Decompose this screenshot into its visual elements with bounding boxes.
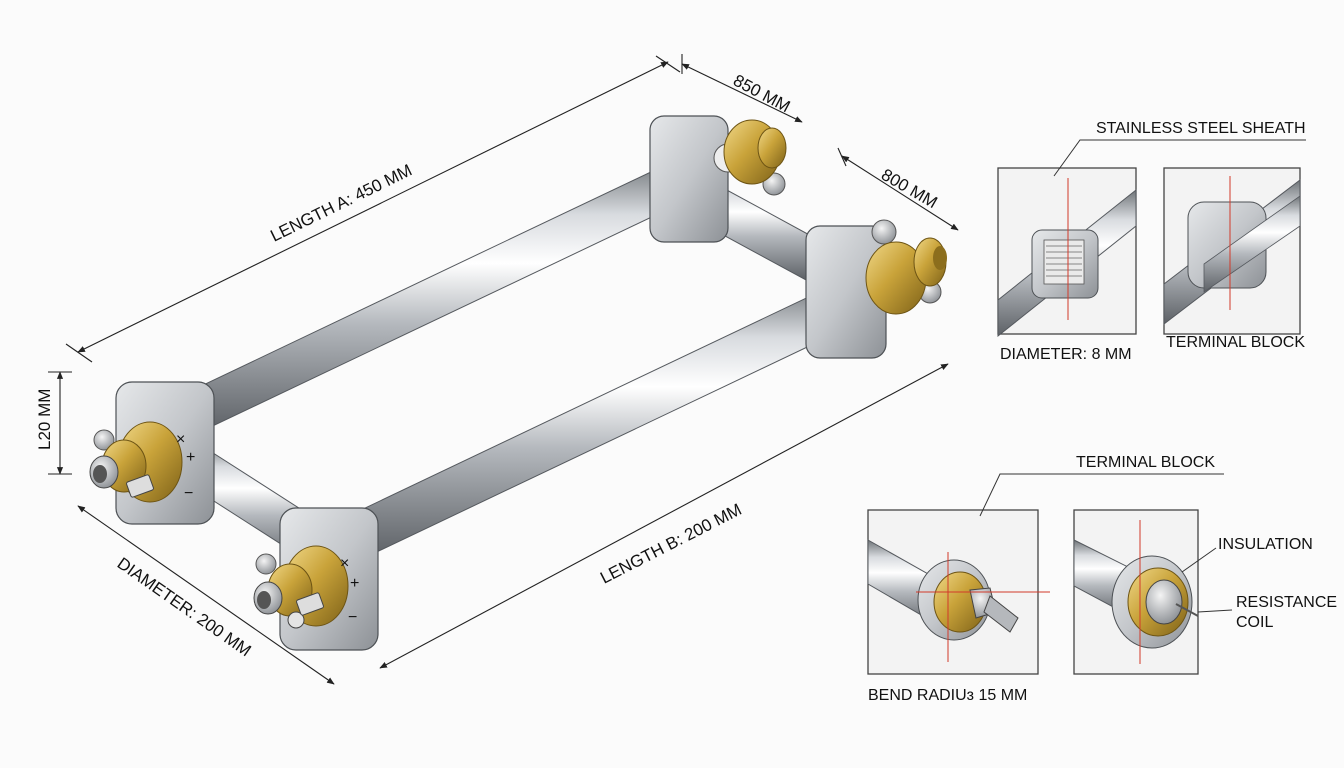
diameter-label: DIAMETER: 200 MM: [114, 554, 255, 661]
resistance-coil-label-2: COIL: [1236, 614, 1273, 631]
terminal-cross-mark-back: ×: [176, 431, 185, 448]
length-b-label: LENGTH B: 200 MM: [597, 500, 745, 588]
main-assembly: × + − × + −: [89, 115, 947, 651]
terminal-plus-mark-back: +: [186, 449, 195, 466]
front-right-mount-plate: [805, 219, 947, 359]
sheath-leader-line: [1053, 139, 1306, 177]
terminal-plus-mark-front: +: [350, 575, 359, 592]
resistance-coil-label-1: RESISTANCE: [1236, 594, 1337, 611]
terminal-minus-mark-back: −: [184, 485, 193, 502]
back-right-mount-plate: [649, 115, 787, 243]
insulation-leader-line: [1181, 547, 1217, 573]
terminal-block-leader-line: [979, 473, 1224, 517]
bend-radius-label: BEND RADIUɜ 15 MM: [868, 687, 1027, 704]
terminal-cross-mark-front: ×: [340, 555, 349, 572]
insulation-label: INSULATION: [1218, 536, 1313, 553]
diameter-8-label: DIAMETER: 8 MM: [1000, 346, 1132, 363]
terminal-block-label-top: TERMINAL BLOCK: [1166, 334, 1305, 351]
detail-sheath-panel: [997, 167, 1137, 338]
back-left-mount-plate: × + −: [89, 381, 215, 525]
stainless-sheath-label: STAINLESS STEEL SHEATH: [1096, 120, 1306, 137]
top-width-label: 850 MM: [730, 71, 793, 117]
height-label: L20 MM: [35, 389, 54, 450]
terminal-minus-mark-front: −: [348, 609, 357, 626]
length-a-label: LENGTH A: 450 MM: [267, 161, 415, 246]
detail-terminal-panel-top: [1163, 167, 1301, 335]
detail-bend-panel: [867, 509, 1050, 675]
right-width-label: 800 MM: [878, 165, 941, 212]
coil-leader-line: [1197, 609, 1233, 613]
dimension-lines: LENGTH A: 450 MM 850 MM 800 MM L20 MM DI…: [35, 54, 959, 685]
detail-terminal-panel-bottom: [1073, 509, 1199, 675]
terminal-block-label-mid: TERMINAL BLOCK: [1076, 454, 1215, 471]
